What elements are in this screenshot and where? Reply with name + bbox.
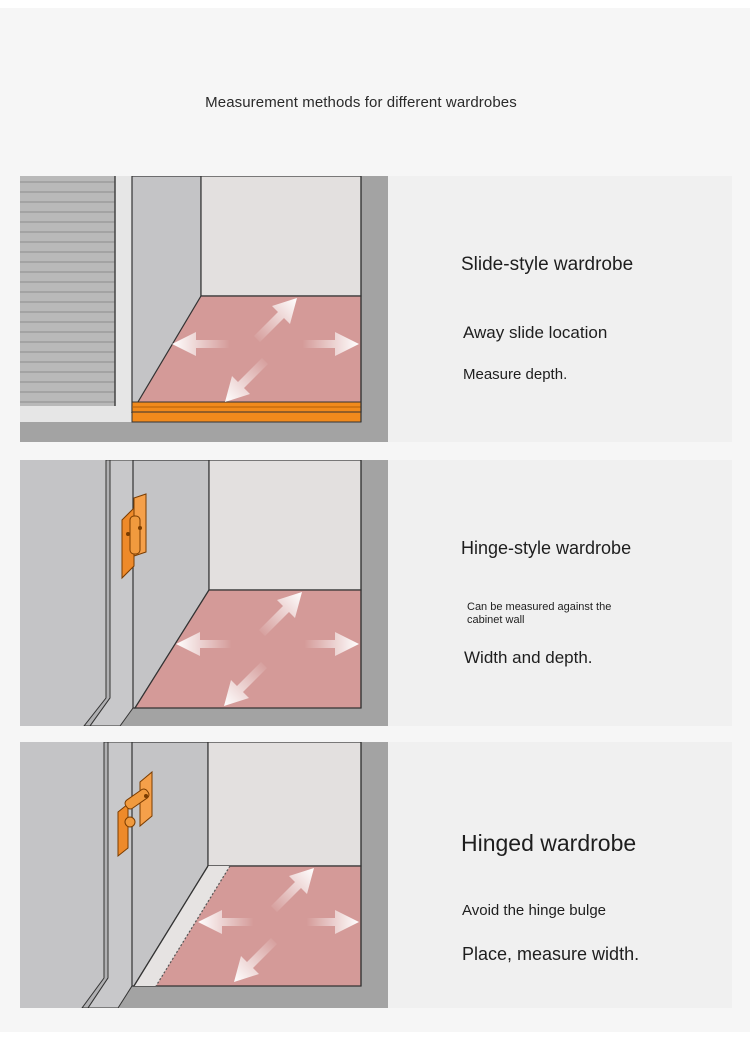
- door-hinge-icon: [121, 493, 147, 580]
- panel-line-1: Avoid the hinge bulge: [462, 902, 607, 919]
- cabinet-door: [20, 742, 104, 1008]
- panel-title: Slide-style wardrobe: [461, 254, 634, 275]
- cabinet-door: [20, 460, 106, 726]
- door-hinge-icon: [117, 770, 153, 858]
- measure-arrows-icon: [176, 592, 359, 706]
- measure-arrows-icon: [198, 868, 359, 982]
- panel-hinge-style: Hinge-style wardrobe Can be measured aga…: [20, 460, 732, 726]
- panel-line-2: Measure depth.: [463, 366, 568, 383]
- panel-line-1: Away slide location: [463, 323, 608, 342]
- panel-title: Hinged wardrobe: [461, 830, 637, 856]
- panel-line-1: Can be measured against the cabinet wall: [467, 601, 612, 626]
- page-background: Measurement methods for different wardro…: [0, 8, 750, 1032]
- panel-hinged: Hinged wardrobe Avoid the hinge bulge Pl…: [20, 742, 732, 1008]
- back-panel: [208, 460, 362, 591]
- measure-arrows-icon: [172, 298, 359, 402]
- back-panel: [200, 176, 362, 297]
- slide-rail-icon: [131, 401, 362, 423]
- drawer-slats-icon: [20, 176, 116, 406]
- panel-line-2: Place, measure width.: [462, 944, 640, 964]
- panel-slide-style: Slide-style wardrobe Away slide location…: [20, 176, 732, 442]
- hinge-clearance-strip: [134, 866, 230, 986]
- slide-style-illustration: [20, 176, 388, 442]
- panel-line-2: Width and depth.: [464, 648, 593, 667]
- panel-title: Hinge-style wardrobe: [461, 538, 632, 558]
- page-heading: Measurement methods for different wardro…: [205, 94, 517, 111]
- back-panel: [207, 742, 362, 867]
- hinge-style-illustration: [20, 460, 388, 726]
- hinged-illustration: [20, 742, 388, 1008]
